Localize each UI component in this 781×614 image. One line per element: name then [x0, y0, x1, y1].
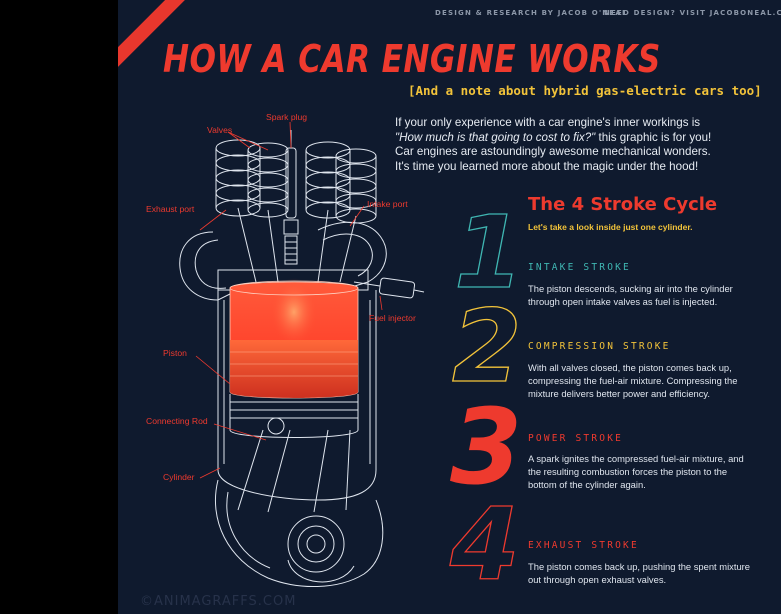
intro-line: "How much is that going to cost to fix?"…: [395, 131, 775, 146]
stroke-number-3: 3: [450, 386, 522, 508]
label-intake-port: Intake port: [367, 199, 408, 209]
step-title-power: POWER STROKE: [528, 433, 624, 444]
intro-line-rest: this graphic is for you!: [595, 130, 712, 144]
intro-line: If your only experience with a car engin…: [395, 116, 701, 129]
page-subtitle: [And a note about hybrid gas-electric ca…: [408, 83, 762, 98]
label-piston: Piston: [163, 348, 187, 358]
page-title: HOW A CAR ENGINE WORKS: [163, 37, 661, 81]
left-valve-springs: [215, 139, 289, 283]
step-desc-line: bottom of the cylinder again.: [528, 479, 646, 490]
intro-line: Car engines are astoundingly awesome mec…: [395, 145, 711, 159]
step-desc-line: With all valves closed, the piston comes…: [528, 362, 732, 373]
step-desc-intake: The piston descends, sucking air into th…: [528, 282, 768, 308]
fuel-injector-shape: [353, 277, 425, 299]
step-title-intake: INTAKE STROKE: [528, 262, 631, 273]
cycle-subheading: Let's take a look inside just one cylind…: [528, 222, 693, 232]
cylinder-walls: [217, 290, 377, 501]
step-title-compression: COMPRESSION STROKE: [528, 341, 671, 352]
label-exhaust-port: Exhaust port: [146, 204, 195, 214]
step-desc-line: through open intake valves as fuel is in…: [528, 296, 718, 307]
right-valve-springs: [305, 141, 377, 283]
step-desc-power: A spark ignites the compressed fuel-air …: [528, 452, 768, 491]
stroke-number-1: 1: [454, 195, 524, 311]
step-desc-line: mixture delivers better power and effici…: [528, 388, 711, 399]
watermark: ©ANIMAGRAFFS.COM: [140, 594, 297, 609]
infographic-poster: DESIGN & RESEARCH BY JACOB O'NEAL NEED D…: [118, 0, 781, 614]
label-cylinder: Cylinder: [163, 472, 195, 482]
stroke-number-2: 2: [452, 288, 522, 405]
credit-website-link[interactable]: NEED DESIGN? VISIT JACOBONEAL.COM: [604, 9, 781, 17]
piston-shape: [229, 394, 359, 438]
cycle-heading: The 4 Stroke Cycle: [528, 194, 718, 215]
engine-illustration: [179, 121, 425, 588]
label-valves: Valves: [207, 125, 233, 135]
connecting-rod-shape: [214, 429, 384, 588]
stroke-number-4: 4: [449, 486, 520, 595]
label-connecting-rod: Connecting Rod: [146, 416, 208, 426]
exhaust-port-shape: [179, 231, 239, 301]
step-desc-compression: With all valves closed, the piston comes…: [528, 361, 768, 400]
combustion-chamber: [229, 278, 359, 399]
step-desc-line: A spark ignites the compressed fuel-air …: [528, 453, 744, 464]
intro-paragraph: If your only experience with a car engin…: [395, 116, 775, 174]
step-desc-exhaust: The piston comes back up, pushing the sp…: [528, 560, 768, 586]
stroke-numerals: 1 2 3 4: [448, 195, 524, 595]
spark-plug-shape: [283, 130, 299, 265]
step-desc-line: compressing the fuel-air mixture. Compre…: [528, 375, 738, 386]
step-desc-line: The piston descends, sucking air into th…: [528, 283, 733, 294]
credit-designer: DESIGN & RESEARCH BY JACOB O'NEAL: [435, 9, 628, 17]
step-title-exhaust: EXHAUST STROKE: [528, 540, 639, 551]
step-desc-line: the resulting combustion forces the pist…: [528, 466, 728, 477]
label-spark-plug: Spark plug: [266, 112, 308, 122]
step-desc-line: out through open exhaust valves.: [528, 574, 667, 585]
intro-line: It's time you learned more about the mag…: [395, 159, 699, 173]
step-desc-line: The piston comes back up, pushing the sp…: [528, 561, 750, 572]
intro-quote: "How much is that going to cost to fix?": [395, 130, 596, 144]
label-fuel-injector: Fuel injector: [369, 313, 416, 323]
